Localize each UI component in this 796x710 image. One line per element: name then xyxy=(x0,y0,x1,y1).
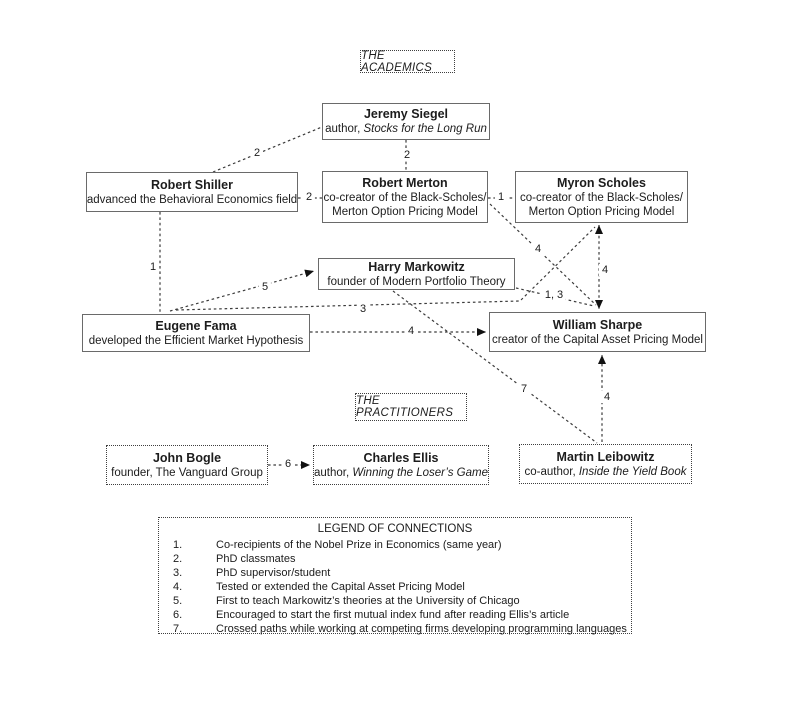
edge-label-markowitz-leibowitz: 7 xyxy=(517,383,531,395)
node-desc: co-creator of the Black-Scholes/ Merton … xyxy=(520,191,683,218)
node-desc: creator of the Capital Asset Pricing Mod… xyxy=(492,333,703,346)
edge-label-siegel-merton: 2 xyxy=(400,149,414,161)
legend-item: 6. Encouraged to start the first mutual … xyxy=(159,608,631,622)
legend-item-text: Encouraged to start the first mutual ind… xyxy=(216,609,570,621)
edge-label-merton-sharpe: 4 xyxy=(531,243,545,255)
legend-item-number: 6. xyxy=(173,609,183,621)
node-name: Robert Shiller xyxy=(151,177,233,192)
legend-item-number: 5. xyxy=(173,595,183,607)
edge-label-fama-scholes: 3 xyxy=(356,303,370,315)
edge-siegel-shiller xyxy=(212,126,323,173)
legend-item: 5. First to teach Markowitz’s theories a… xyxy=(159,594,631,608)
legend-item: 3. PhD supervisor/student xyxy=(159,566,631,580)
legend-item-number: 3. xyxy=(173,567,183,579)
section-label-practitioners-text: THE PRACTITIONERS xyxy=(356,395,454,419)
node-desc: co-author, Inside the Yield Book xyxy=(524,465,687,478)
edge-label-merton-scholes: 1 xyxy=(494,191,508,203)
legend-item-text: Tested or extended the Capital Asset Pri… xyxy=(216,581,465,593)
legend-item: 1. Co-recipients of the Nobel Prize in E… xyxy=(159,538,631,552)
legend-item: 4. Tested or extended the Capital Asset … xyxy=(159,580,631,594)
edge-label-shiller-fama: 1 xyxy=(146,261,160,273)
node-william-sharpe: William Sharpe creator of the Capital As… xyxy=(489,312,706,352)
legend-title: LEGEND OF CONNECTIONS xyxy=(317,523,473,535)
node-name: John Bogle xyxy=(152,450,222,465)
node-name: Martin Leibowitz xyxy=(556,449,655,464)
node-charles-ellis: Charles Ellis author, Winning the Loser’… xyxy=(313,445,489,485)
section-label-academics: THE ACADEMICS xyxy=(360,49,455,74)
node-eugene-fama: Eugene Fama developed the Efficient Mark… xyxy=(82,314,310,352)
node-desc: developed the Efficient Market Hypothesi… xyxy=(88,334,304,347)
node-name: William Sharpe xyxy=(552,317,643,332)
edge-label-scholes-sharpe: 4 xyxy=(598,264,612,276)
node-desc: advanced the Behavioral Economics field xyxy=(86,193,298,206)
legend-item: 7. Crossed paths while working at compet… xyxy=(159,622,631,636)
legend-item-number: 4. xyxy=(173,581,183,593)
node-robert-merton: Robert Merton co-creator of the Black-Sc… xyxy=(322,171,488,223)
node-myron-scholes: Myron Scholes co-creator of the Black-Sc… xyxy=(515,171,688,223)
edge-fama-markowitz xyxy=(169,269,315,312)
node-martin-leibowitz: Martin Leibowitz co-author, Inside the Y… xyxy=(519,444,692,484)
edge-label-fama-markowitz: 5 xyxy=(258,281,272,293)
node-desc: co-creator of the Black-Scholes/ Merton … xyxy=(323,191,487,218)
node-name: Myron Scholes xyxy=(557,175,646,190)
legend-box: LEGEND OF CONNECTIONS 1. Co-recipients o… xyxy=(158,517,632,636)
legend-item-text: First to teach Markowitz’s theories at t… xyxy=(216,595,520,607)
node-name: Charles Ellis xyxy=(363,450,439,465)
legend-item: 2. PhD classmates xyxy=(159,552,631,566)
legend-item-text: Crossed paths while working at competing… xyxy=(216,623,627,635)
edge-label-siegel-shiller: 2 xyxy=(250,147,264,159)
legend-item-number: 1. xyxy=(173,539,183,551)
node-jeremy-siegel: Jeremy Siegel author, Stocks for the Lon… xyxy=(322,103,490,140)
edge-label-bogle-ellis: 6 xyxy=(281,458,295,470)
node-desc: author, Winning the Loser’s Game xyxy=(314,466,488,479)
node-desc: founder of Modern Portfolio Theory xyxy=(327,275,506,288)
section-label-practitioners: THE PRACTITIONERS xyxy=(355,393,467,421)
node-name: Jeremy Siegel xyxy=(363,107,449,121)
legend-item-text: Co-recipients of the Nobel Prize in Econ… xyxy=(216,539,502,551)
edge-label-leibowitz-sharpe: 4 xyxy=(600,391,614,403)
node-robert-shiller: Robert Shiller advanced the Behavioral E… xyxy=(86,172,298,212)
legend-item-text: PhD classmates xyxy=(216,553,296,565)
edge-fama-scholes xyxy=(175,226,596,311)
edge-label-fama-sharpe: 4 xyxy=(404,325,418,337)
node-name: Harry Markowitz xyxy=(368,259,465,274)
node-harry-markowitz: Harry Markowitz founder of Modern Portfo… xyxy=(318,258,515,290)
legend-item-text: PhD supervisor/student xyxy=(216,567,331,579)
node-john-bogle: John Bogle founder, The Vanguard Group xyxy=(106,445,268,485)
node-name: Eugene Fama xyxy=(155,318,237,333)
node-desc: author, Stocks for the Long Run xyxy=(325,123,487,135)
edge-markowitz-leibowitz xyxy=(392,290,598,444)
section-label-academics-text: THE ACADEMICS xyxy=(361,49,433,74)
edge-label-markowitz-sharpe: 1, 3 xyxy=(541,289,567,301)
node-desc: founder, The Vanguard Group xyxy=(111,466,263,479)
edge-label-shiller-merton: 2 xyxy=(302,191,316,203)
legend-item-number: 7. xyxy=(173,623,183,635)
node-name: Robert Merton xyxy=(362,175,448,190)
legend-item-number: 2. xyxy=(173,553,183,565)
